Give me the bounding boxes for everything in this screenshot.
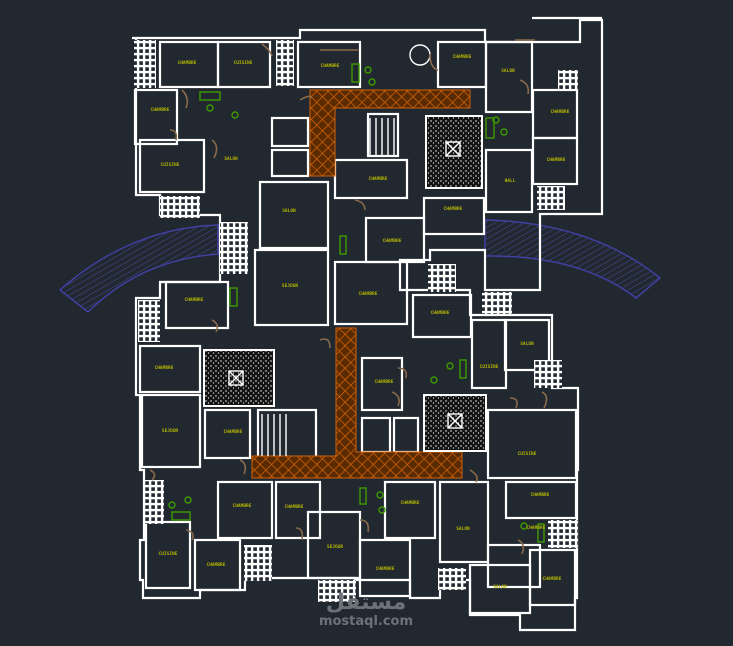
- bridge-right: [484, 219, 662, 299]
- room-label: SEJOUR: [327, 544, 344, 550]
- room-label: CHAMBRE: [185, 297, 204, 303]
- room-label: CHAMBRE: [444, 206, 463, 212]
- room-label: SEJOUR: [162, 428, 179, 434]
- room-label: CHAMBRE: [151, 107, 170, 113]
- room-label: CHAMBRE: [551, 109, 570, 115]
- room-label: CUISINE: [159, 551, 178, 557]
- room-label: CHAMBRE: [207, 562, 226, 568]
- watermark: مستقل mostaql.com: [316, 590, 416, 630]
- courtyard-markers: [228, 141, 463, 429]
- balcony-grids: [134, 40, 578, 602]
- room-label: CHAMBRE: [321, 63, 340, 69]
- room-label: CHAMBRE: [527, 525, 546, 531]
- room-label: SALON: [224, 156, 238, 162]
- room-label: SEJOUR: [282, 283, 299, 289]
- corridor-hatch-top: [309, 89, 471, 177]
- room-labels: CHAMBRE CUISINE CHAMBRE CHAMBRE SALON CU…: [151, 54, 570, 590]
- watermark-site: mostaql.com: [318, 614, 414, 629]
- courtyard-3: [423, 394, 487, 452]
- room-label: CUISINE: [480, 364, 499, 370]
- room-label: CUISINE: [161, 162, 180, 168]
- watermark-logo: مستقل: [325, 590, 407, 615]
- room-label: CUISINE: [518, 451, 537, 457]
- corridor-hatch-bottom: [251, 327, 463, 479]
- room-label: SALON: [282, 208, 296, 214]
- room-label: CHAMBRE: [224, 429, 243, 435]
- room-label: CHAMBRE: [543, 576, 562, 582]
- room-label: SALON: [493, 584, 507, 590]
- room-label: CHAMBRE: [285, 504, 304, 510]
- room-label: CHAMBRE: [453, 54, 472, 60]
- room-label: CHAMBRE: [547, 157, 566, 163]
- room-label: CHAMBRE: [401, 500, 420, 506]
- bridge-left: [58, 224, 219, 314]
- room-label: SALON: [501, 68, 515, 74]
- room-label: CHAMBRE: [369, 176, 388, 182]
- room-label: SALON: [520, 341, 534, 347]
- stairs: [261, 44, 431, 456]
- doors: [149, 39, 548, 555]
- room-label: CUISINE: [234, 60, 253, 66]
- walls: [132, 16, 604, 632]
- room-label: CHAMBRE: [178, 60, 197, 66]
- room-label: CHAMBRE: [531, 492, 550, 498]
- bathroom-fixtures: [168, 63, 545, 543]
- room-label: SALON: [456, 526, 470, 532]
- room-label: CHAMBRE: [359, 291, 378, 297]
- courtyard-2: [203, 349, 275, 407]
- room-label: CHAMBRE: [431, 310, 450, 316]
- courtyard-1: [425, 115, 483, 189]
- room-label: HALL: [505, 178, 516, 184]
- room-label: CHAMBRE: [233, 503, 252, 509]
- room-label: CHAMBRE: [375, 379, 394, 385]
- room-label: CHAMBRE: [383, 238, 402, 244]
- room-label: CHAMBRE: [376, 566, 395, 572]
- room-label: CHAMBRE: [155, 365, 174, 371]
